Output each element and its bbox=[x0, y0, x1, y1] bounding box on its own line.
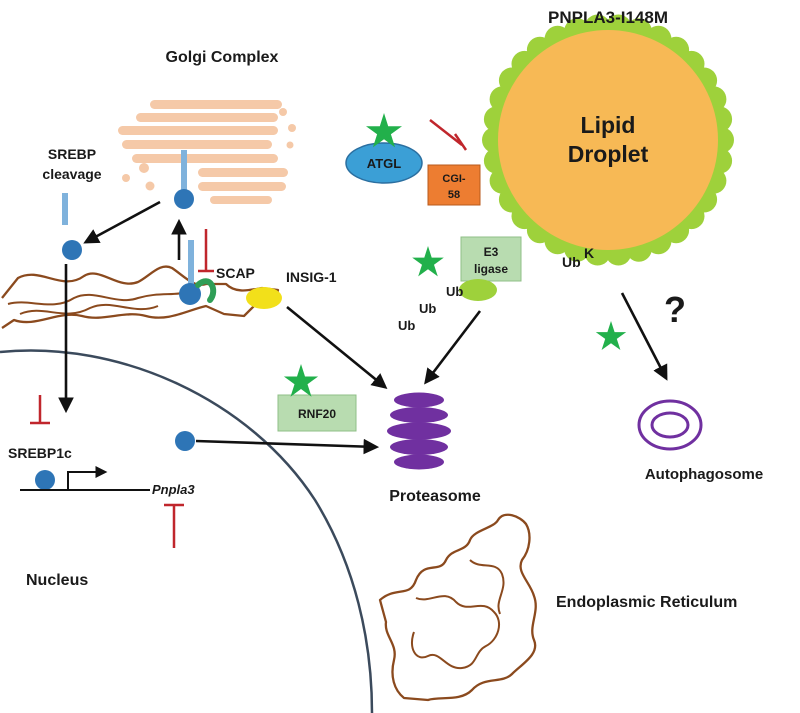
er-label: Endoplasmic Reticulum bbox=[556, 594, 737, 611]
golgi-complex bbox=[118, 100, 296, 204]
star-icon bbox=[366, 113, 402, 148]
autophagosome-label: Autophagosome bbox=[645, 466, 763, 483]
srebp-cleaved-circle bbox=[62, 240, 82, 260]
stars bbox=[283, 113, 627, 397]
srebp-cleaved-stick bbox=[62, 193, 68, 225]
pnpla3-gene-label: Pnpla3 bbox=[152, 482, 195, 497]
pnpla3-title: PNPLA3-I148M bbox=[548, 8, 668, 27]
srebp-stick-golgi bbox=[181, 150, 187, 192]
ub-label-3: Ub bbox=[398, 318, 415, 333]
nucleus-envelope bbox=[0, 349, 374, 713]
e3-substrate bbox=[459, 279, 497, 301]
nucleus-label: Nucleus bbox=[26, 572, 88, 589]
golgi-label: Golgi Complex bbox=[166, 49, 279, 66]
srebp-cleavage-label-2: cleavage bbox=[42, 166, 101, 182]
er-upper-inner bbox=[7, 291, 189, 315]
srebp-er-stick bbox=[188, 240, 194, 288]
autophagosome-inner bbox=[650, 411, 690, 439]
e3-label-1: E3 bbox=[484, 245, 499, 259]
scap-label: SCAP bbox=[216, 265, 255, 281]
srebp-er-circle bbox=[179, 283, 201, 305]
nuclear-srebp-circle bbox=[175, 431, 195, 451]
er-lower bbox=[378, 513, 537, 702]
atgl-label: ATGL bbox=[367, 156, 401, 171]
e3-box bbox=[460, 236, 522, 282]
er-upper bbox=[1, 265, 280, 329]
er-lower-inner bbox=[410, 559, 505, 670]
srebp1c-label: SREBP1c bbox=[8, 445, 72, 461]
lipid-droplet-label-2: Droplet bbox=[568, 141, 649, 167]
insig-label: INSIG-1 bbox=[286, 269, 337, 285]
cgi58-box bbox=[427, 164, 481, 206]
black-arrows bbox=[58, 200, 668, 455]
lipid-droplet bbox=[482, 14, 734, 266]
proteasome bbox=[387, 392, 451, 470]
rnf20-label: RNF20 bbox=[298, 407, 336, 421]
star-icon bbox=[412, 246, 444, 277]
promoter-arrow bbox=[67, 466, 108, 490]
ub-label-2: Ub bbox=[419, 301, 436, 316]
inhibit-marks bbox=[30, 119, 468, 548]
ubk-superscript: K bbox=[584, 245, 594, 261]
ub-label-1: Ub bbox=[446, 284, 463, 299]
autophagosome-outer bbox=[637, 399, 703, 451]
star-icon bbox=[283, 364, 319, 397]
insig-protein bbox=[246, 287, 282, 309]
ubk-label: Ub bbox=[562, 254, 581, 270]
lipid-droplet-label-1: Lipid bbox=[581, 112, 636, 138]
proteasome-label: Proteasome bbox=[389, 488, 481, 505]
srebp-golgi-circle bbox=[174, 189, 194, 209]
question-mark: ? bbox=[664, 289, 686, 330]
atgl-shape bbox=[345, 142, 423, 184]
rnf20-box bbox=[277, 394, 357, 432]
scap-protein bbox=[195, 278, 217, 303]
star-icon bbox=[595, 321, 627, 350]
srebp1c-circle bbox=[35, 470, 55, 490]
e3-label-2: ligase bbox=[474, 262, 508, 276]
cgi58-label-2: 58 bbox=[448, 189, 460, 201]
srebp-cleavage-label-1: SREBP bbox=[48, 146, 96, 162]
cgi58-label-1: CGI- bbox=[442, 173, 466, 185]
